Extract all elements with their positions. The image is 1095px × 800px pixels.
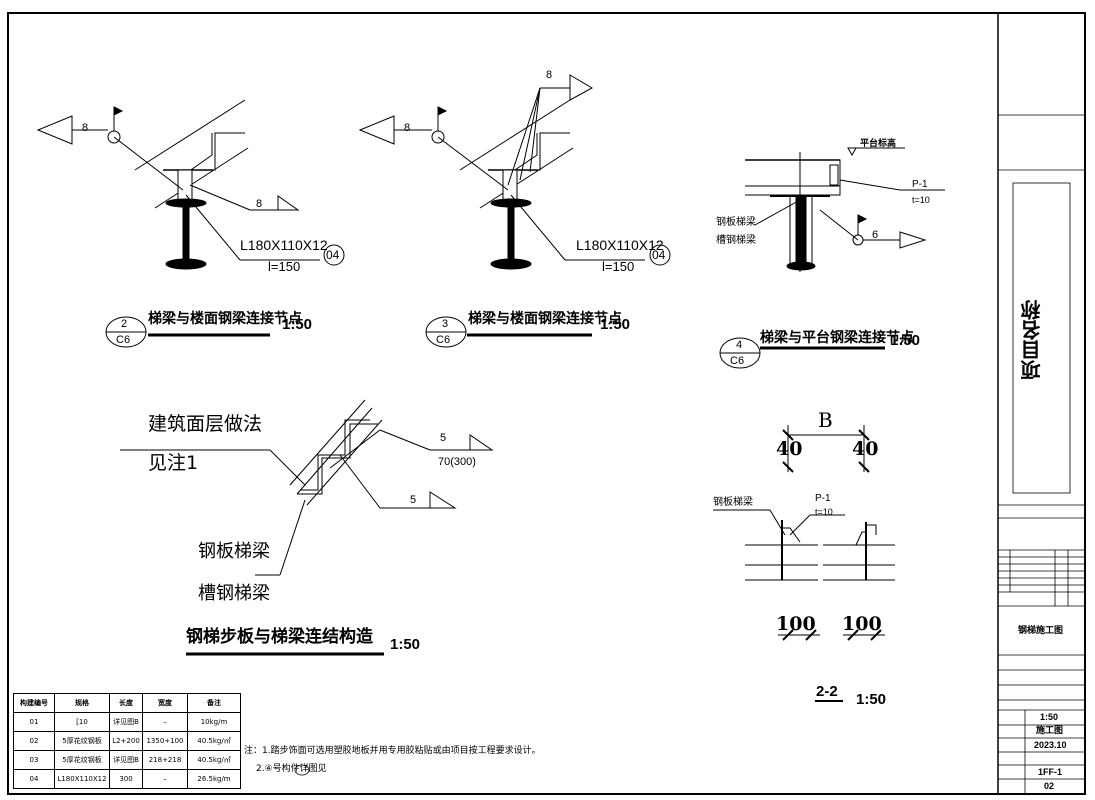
d3-detail-number: 3 [442, 318, 449, 330]
cell-id: 04 [13, 769, 55, 789]
stair-finish-ref: 见注1 [148, 452, 199, 474]
d4-weld-size: 6 [872, 229, 879, 241]
cell-length: 详见图B [109, 712, 143, 732]
cell-length: 详见图B [109, 750, 143, 770]
section-2-2-drawing [713, 425, 895, 702]
col-header-length: 长度 [109, 693, 143, 713]
tb-stage: 施工图 [1036, 726, 1064, 736]
d3-scale: 1:50 [600, 316, 631, 333]
titleblock-lines [998, 114, 1085, 794]
d3-angle-spec: L180X110X12 [576, 237, 664, 253]
d4-scale: 1:50 [890, 332, 921, 349]
s22-plate-thk: t=10 [815, 507, 833, 517]
cell-remark: 10kg/m [187, 712, 241, 732]
note-line-1: 注：1.踏步饰面可选用塑胶地板并用专用胶粘贴或由项目按工程要求设计。 [244, 746, 541, 756]
s22-scale: 1:50 [856, 691, 887, 708]
d3-part-tag: 04 [652, 248, 666, 262]
d3-weld2-size: 8 [546, 69, 553, 81]
cell-length: L2+200 [109, 731, 143, 751]
table-row: 04 L180X110X12 300 – 26.5kg/m [13, 769, 241, 789]
col-header-remark: 备注 [187, 693, 241, 713]
cell-spec: 5厚花纹钢板 [54, 750, 110, 770]
cell-length: 300 [109, 769, 143, 789]
d2-title: 梯梁与楼面钢梁连接节点 [148, 311, 302, 327]
d2-angle-length: l=150 [268, 259, 301, 274]
d4-beam2-label: 槽钢梯梁 [716, 235, 756, 246]
cell-width: – [142, 769, 188, 789]
col-header-width: 宽度 [142, 693, 188, 713]
note-line-2: 2.④号构件详图见 [256, 764, 327, 774]
drawing-name: 钢梯施工图 [1018, 626, 1064, 636]
s22-beam-label: 钢板梯梁 [713, 497, 753, 508]
tb-date: 2023.10 [1034, 740, 1067, 750]
d2-angle-spec: L180X110X12 [240, 237, 328, 253]
stair-title: 钢梯步板与梯梁连结构造 [186, 627, 373, 647]
detail-2-drawing [36, 99, 345, 348]
s22-dim-40-left: 40 [776, 438, 803, 460]
table-row: 03 5厚花纹钢板 详见图B 218+218 40.5kg/㎡ [13, 750, 241, 770]
material-table-header: 构建编号 规格 长度 宽度 备注 [13, 693, 241, 713]
s22-title: 2-2 [816, 683, 838, 700]
d3-sheet-ref: C6 [436, 334, 451, 346]
cell-remark: 40.5kg/㎡ [187, 731, 241, 751]
cell-spec: [10 [54, 712, 110, 732]
d2-weld2-size: 8 [256, 198, 263, 210]
stair-finish-note: 建筑面层做法 [148, 413, 263, 435]
stair-beam1-label: 钢板梯梁 [198, 541, 270, 562]
d3-angle-length: l=150 [602, 259, 635, 274]
d3-title: 梯梁与楼面钢梁连接节点 [468, 311, 622, 327]
d2-part-tag: 04 [326, 248, 340, 262]
stair-beam2-label: 槽钢梯梁 [198, 583, 270, 604]
material-table: 构建编号 规格 长度 宽度 备注 01 [10 详见图B – 10kg/m 02… [13, 693, 241, 789]
tb-drawing-no: 1FF-1 [1038, 767, 1063, 777]
d4-plate-mark: P-1 [912, 179, 928, 190]
s22-plate-mark: P-1 [815, 493, 831, 504]
d2-scale: 1:50 [282, 316, 313, 333]
cell-id: 03 [13, 750, 55, 770]
detail-3-drawing [358, 74, 671, 348]
stair-weld2-size: 5 [410, 494, 417, 506]
note-ref-symbol [294, 764, 310, 776]
cell-remark: 40.5kg/㎡ [187, 750, 241, 770]
d2-sheet-ref: C6 [116, 334, 131, 346]
project-name: 项目名称 [1020, 300, 1044, 380]
s22-width-label: B [818, 408, 833, 432]
d3-weld1-size: 8 [404, 122, 411, 134]
d4-plate-thk: t=10 [912, 195, 930, 205]
cell-remark: 26.5kg/m [187, 769, 241, 789]
d4-beam1-label: 钢板梯梁 [716, 217, 756, 228]
stair-scale: 1:50 [390, 636, 421, 653]
s22-dim-40-right: 40 [852, 438, 879, 460]
d4-title: 梯梁与平台钢梁连接节点 [760, 330, 914, 346]
cell-spec: 5厚花纹钢板 [54, 731, 110, 751]
cell-width: 218+218 [142, 750, 188, 770]
stair-weld1-size: 5 [440, 432, 447, 444]
d4-platform-elev: 平台标高 [860, 139, 897, 149]
d2-detail-number: 2 [121, 318, 128, 330]
tb-scale: 1:50 [1040, 712, 1059, 722]
stair-tread-drawing [120, 399, 494, 656]
s22-dim-100-left: 100 [776, 613, 816, 635]
col-header-id: 构建编号 [13, 693, 55, 713]
tb-page: 02 [1044, 781, 1055, 791]
detail-4-drawing [719, 147, 945, 369]
s22-dim-100-right: 100 [842, 613, 882, 635]
cell-id: 02 [13, 731, 55, 751]
table-row: 01 [10 详见图B – 10kg/m [13, 712, 241, 732]
cell-width: – [142, 712, 188, 732]
col-header-spec: 规格 [54, 693, 110, 713]
cell-spec: L180X110X12 [54, 769, 110, 789]
d2-weld1-size: 8 [82, 122, 89, 134]
stair-weld1-spacing: 70(300) [438, 456, 476, 468]
d4-sheet-ref: C6 [730, 355, 745, 367]
d4-detail-number: 4 [736, 339, 743, 351]
cell-id: 01 [13, 712, 55, 732]
outer-border [7, 12, 1086, 795]
cell-width: 1350+100 [142, 731, 188, 751]
table-row: 02 5厚花纹钢板 L2+200 1350+100 40.5kg/㎡ [13, 731, 241, 751]
